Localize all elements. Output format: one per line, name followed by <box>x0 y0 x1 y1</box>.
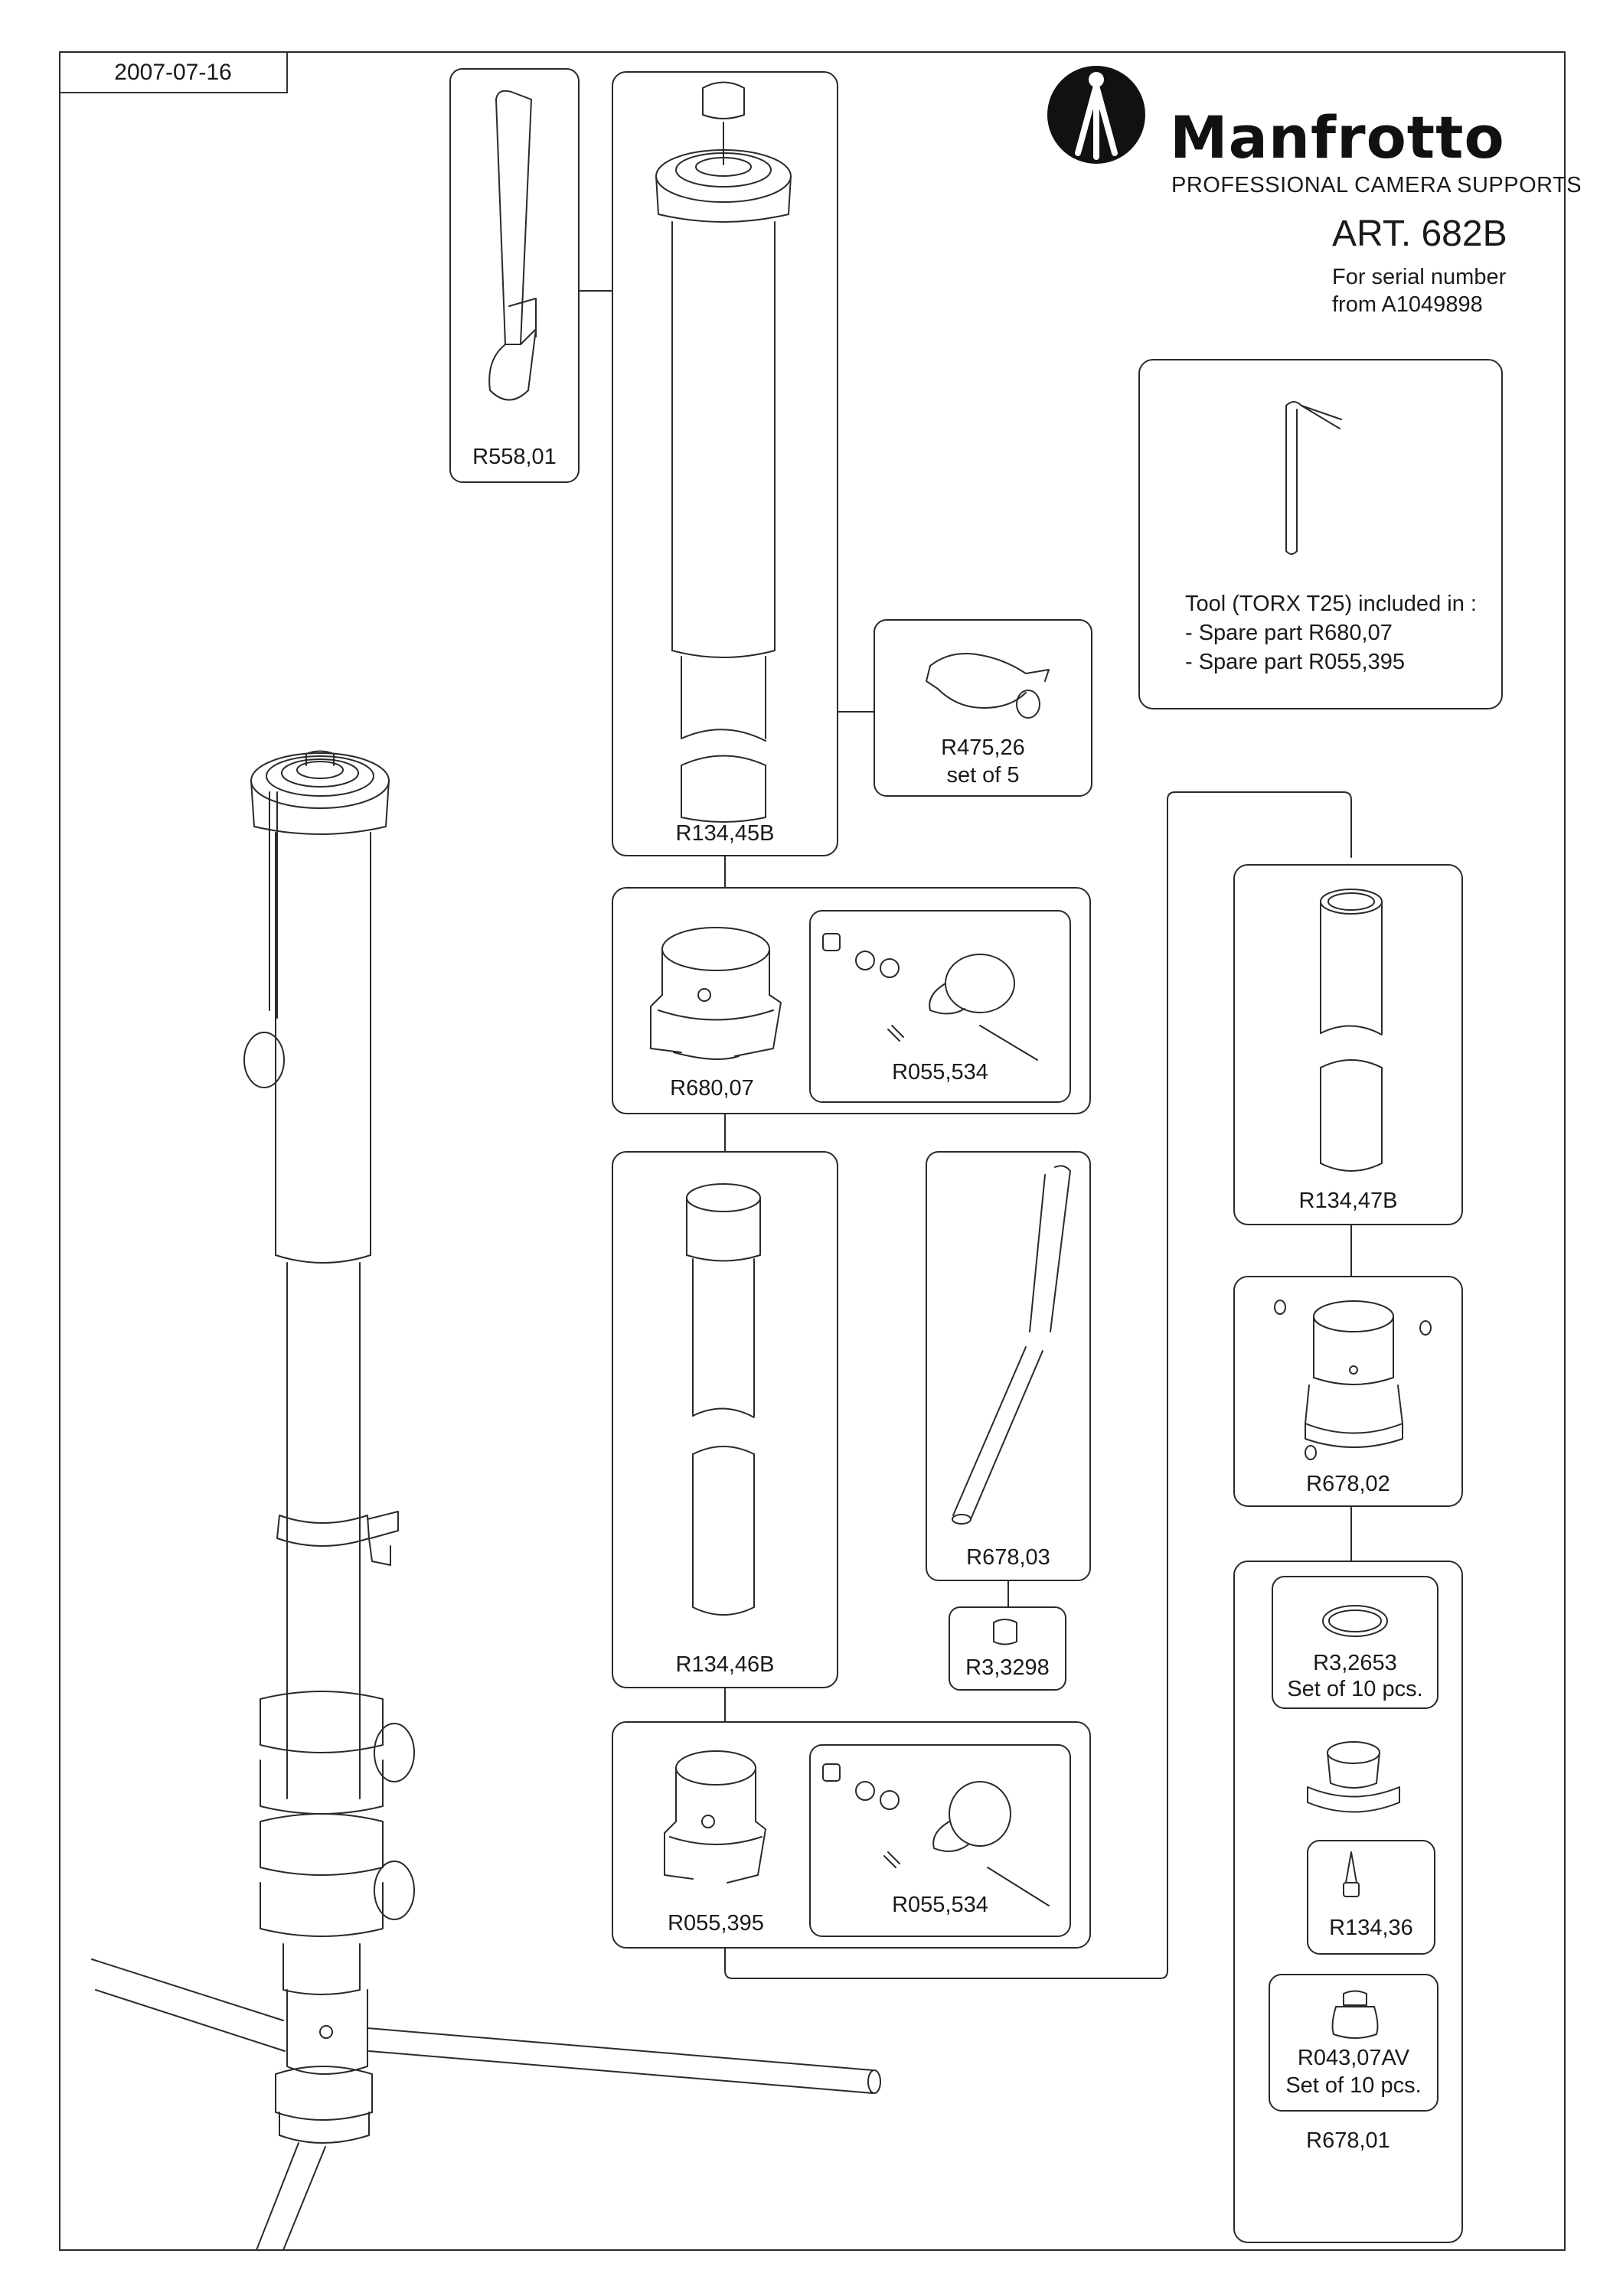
part-label-r678-02: R678,02 <box>1306 1472 1390 1496</box>
leg-rod-drawing <box>952 1165 1071 1525</box>
leg-lock-clamp-drawing <box>650 927 782 1060</box>
torx-key-icon <box>1285 401 1342 555</box>
box-torx-tool <box>1138 359 1503 709</box>
top-tube-drawing <box>655 81 792 823</box>
part-label-r055-534-a: R055,534 <box>892 1060 988 1084</box>
part-label-r678-03: R678,03 <box>966 1545 1050 1570</box>
brand-tagline: PROFESSIONAL CAMERA SUPPORTS <box>1171 173 1582 197</box>
foot-coupling-drawing <box>1274 1300 1432 1460</box>
serial-line-2: from A1049898 <box>1332 292 1483 317</box>
part-label-r3-3298: R3,3298 <box>965 1655 1050 1680</box>
part-label-r134-36: R134,36 <box>1329 1916 1413 1940</box>
collar-clip-drawing <box>926 653 1050 719</box>
leg-lock-clamp-drawing-2 <box>664 1750 766 1883</box>
box-r134-46b <box>612 1151 838 1688</box>
middle-tube-drawing <box>686 1183 761 1616</box>
box-r475-26 <box>874 619 1092 797</box>
tool-note: Tool (TORX T25) included in : - Spare pa… <box>1185 589 1477 677</box>
tool-note-line-3: - Spare part R055,395 <box>1185 650 1405 674</box>
manfrotto-logo-icon <box>1047 66 1145 164</box>
serial-note: For serial number from A1049898 <box>1332 263 1506 318</box>
box-r055-534-b <box>809 1744 1071 1937</box>
part-label-r558-01: R558,01 <box>472 445 557 469</box>
lever-kit-drawing <box>822 933 1038 1061</box>
box-r678-03 <box>926 1151 1091 1581</box>
connector-line <box>724 791 1352 1979</box>
box-r558-01 <box>449 68 580 483</box>
document-date: 2007-07-16 <box>60 52 288 93</box>
part-label-r475-26: R475,26 <box>941 735 1025 760</box>
serial-line-1: For serial number <box>1332 265 1507 289</box>
box-r134-45b <box>612 71 838 856</box>
tip-cap-drawing <box>993 1619 1017 1645</box>
box-r678-02 <box>1233 1276 1463 1507</box>
part-label-r043-07av-sub: Set of 10 pcs. <box>1285 2073 1422 2098</box>
box-r3-2653 <box>1272 1576 1438 1709</box>
part-label-r680-07: R680,07 <box>670 1076 754 1101</box>
part-label-r475-26-sub: set of 5 <box>946 763 1020 788</box>
rubber-foot-drawing <box>1331 1990 1379 2039</box>
part-label-r134-45b: R134,45B <box>675 821 775 846</box>
part-label-r134-46b: R134,46B <box>675 1652 775 1677</box>
box-r134-36 <box>1307 1840 1435 1955</box>
box-r680-07 <box>612 887 1091 1114</box>
tool-note-line-1: Tool (TORX T25) included in : <box>1185 592 1477 616</box>
clip-part-drawing <box>488 90 537 401</box>
part-label-r678-01: R678,01 <box>1306 2128 1390 2153</box>
bottom-tube-drawing <box>1320 889 1383 1172</box>
lever-kit-drawing-2 <box>822 1763 1050 1906</box>
part-label-r3-2653: R3,2653 <box>1313 1651 1397 1675</box>
box-r678-01 <box>1233 1561 1463 2243</box>
assembled-monopod-drawing <box>91 750 881 2251</box>
spike-drawing <box>1343 1851 1360 1897</box>
brand-wordmark: Manfrotto <box>1170 103 1505 171</box>
box-r043-07av <box>1269 1974 1438 2112</box>
sheet-frame <box>59 51 1566 2251</box>
tool-note-line-2: - Spare part R680,07 <box>1185 621 1393 645</box>
o-ring-drawing <box>1322 1605 1388 1637</box>
box-r055-534-a <box>809 910 1071 1103</box>
box-r055-395 <box>612 1721 1091 1949</box>
part-label-r043-07av: R043,07AV <box>1297 2046 1410 2070</box>
foot-insert-drawing <box>1307 1741 1400 1813</box>
part-label-r055-395: R055,395 <box>668 1911 764 1936</box>
part-label-r055-534-b: R055,534 <box>892 1893 988 1917</box>
part-label-r134-47b: R134,47B <box>1298 1189 1398 1213</box>
box-r134-47b <box>1233 864 1463 1225</box>
part-label-r3-2653-sub: Set of 10 pcs. <box>1287 1677 1423 1701</box>
box-r3-3298 <box>949 1606 1066 1691</box>
article-number: ART. 682B <box>1332 214 1507 254</box>
